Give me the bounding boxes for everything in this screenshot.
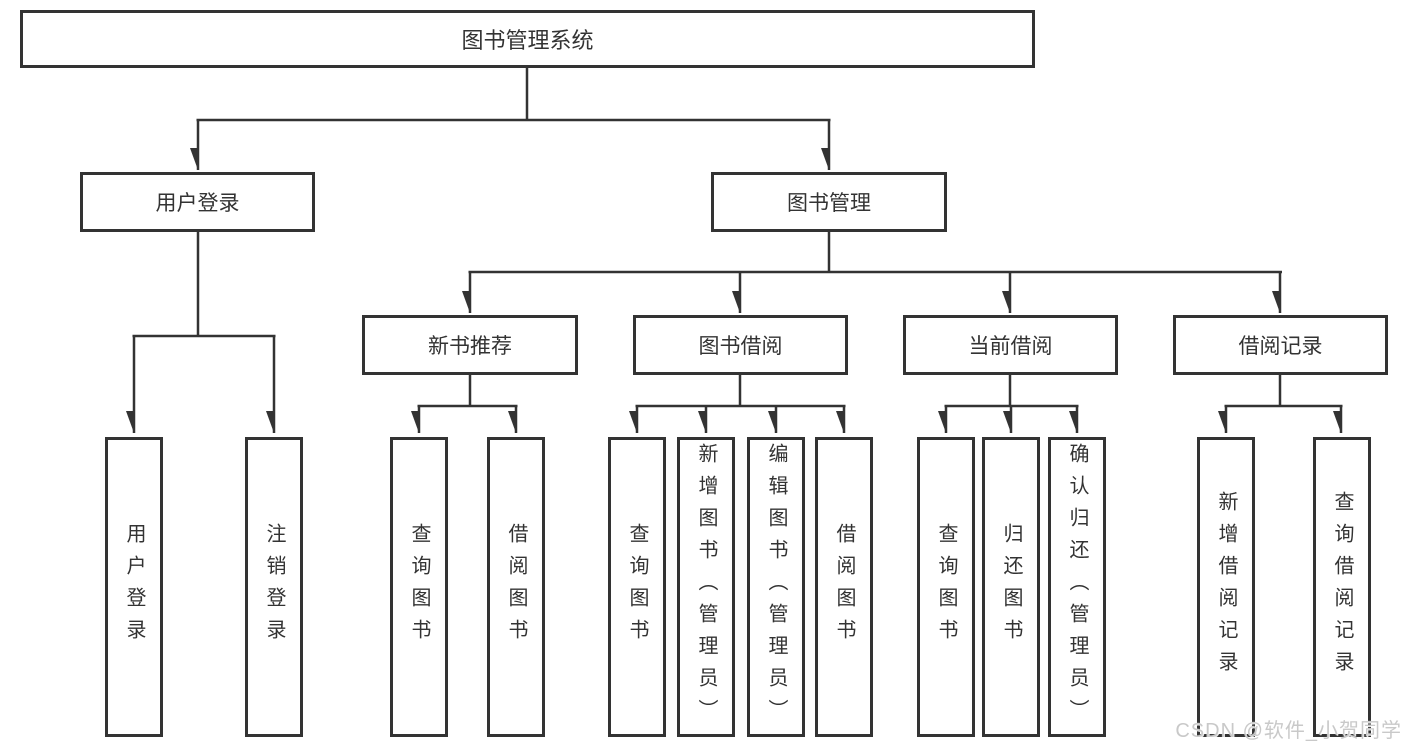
edge-user-login-to-leaves — [133, 232, 276, 433]
leaf-return-books-label: 归还图书 — [1000, 523, 1022, 651]
leaf-query-borrow-record: 查询借阅记录 — [1313, 437, 1371, 737]
node-borrow-records-label: 借阅记录 — [1238, 335, 1323, 358]
edge-book-management-to-level3 — [469, 232, 1282, 313]
leaf-borrowing-borrow-books: 借阅图书 — [815, 437, 873, 737]
leaf-edit-book-admin: 编辑图书（管理员） — [747, 437, 805, 737]
node-user-login: 用户登录 — [80, 172, 315, 232]
csdn-watermark: CSDN @软件_小贺同学 — [1175, 720, 1402, 742]
leaf-add-book-admin-label: 新增图书（管理员） — [695, 443, 717, 731]
leaf-user-login: 用户登录 — [105, 437, 163, 737]
leaf-recommend-borrow-books-label: 借阅图书 — [505, 523, 527, 651]
node-book-management: 图书管理 — [711, 172, 947, 232]
node-user-login-label: 用户登录 — [155, 192, 240, 215]
node-borrow-records: 借阅记录 — [1173, 315, 1388, 375]
leaf-logout-label: 注销登录 — [263, 523, 285, 651]
node-root: 图书管理系统 — [20, 10, 1035, 68]
leaf-recommend-query-books: 查询图书 — [390, 437, 448, 737]
leaf-edit-book-admin-label: 编辑图书（管理员） — [765, 443, 787, 731]
node-current-borrowing: 当前借阅 — [903, 315, 1118, 375]
leaf-confirm-return-admin: 确认归还（管理员） — [1048, 437, 1106, 737]
leaf-borrowing-query-books-label: 查询图书 — [626, 523, 648, 651]
edge-current-borrowing-to-leaves — [945, 375, 1079, 433]
leaf-add-book-admin: 新增图书（管理员） — [677, 437, 735, 737]
edge-new-book-recommend-to-leaves — [418, 375, 518, 433]
edge-book-borrowing-to-leaves — [636, 375, 846, 433]
node-book-management-label: 图书管理 — [787, 192, 871, 215]
leaf-current-query-books-label: 查询图书 — [935, 523, 957, 651]
node-current-borrowing-label: 当前借阅 — [968, 335, 1053, 358]
node-new-book-recommend-label: 新书推荐 — [428, 335, 512, 358]
node-root-label: 图书管理系统 — [461, 28, 594, 53]
leaf-query-borrow-record-label: 查询借阅记录 — [1331, 491, 1353, 683]
leaf-borrowing-query-books: 查询图书 — [608, 437, 666, 737]
leaf-recommend-query-books-label: 查询图书 — [408, 523, 430, 651]
node-book-borrowing: 图书借阅 — [633, 315, 848, 375]
leaf-logout: 注销登录 — [245, 437, 303, 737]
leaf-add-borrow-record-label: 新增借阅记录 — [1215, 491, 1237, 683]
edge-borrow-records-to-leaves — [1225, 375, 1343, 433]
node-new-book-recommend: 新书推荐 — [362, 315, 578, 375]
leaf-borrowing-borrow-books-label: 借阅图书 — [833, 523, 855, 651]
node-book-borrowing-label: 图书借阅 — [698, 335, 783, 358]
leaf-user-login-label: 用户登录 — [123, 523, 145, 651]
leaf-add-borrow-record: 新增借阅记录 — [1197, 437, 1255, 737]
leaf-recommend-borrow-books: 借阅图书 — [487, 437, 545, 737]
edge-root-to-level2 — [197, 68, 831, 170]
leaf-current-query-books: 查询图书 — [917, 437, 975, 737]
leaf-return-books: 归还图书 — [982, 437, 1040, 737]
leaf-confirm-return-admin-label: 确认归还（管理员） — [1066, 443, 1088, 731]
